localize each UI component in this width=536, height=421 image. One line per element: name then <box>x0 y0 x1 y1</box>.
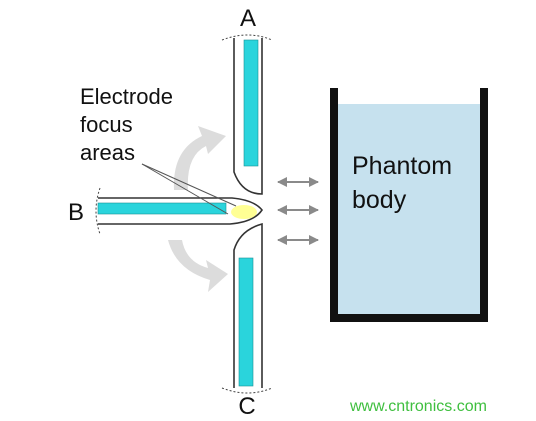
phantom-liquid <box>338 104 480 314</box>
focus-label-line1: Electrode <box>80 84 173 109</box>
focus-leader-lines <box>141 163 237 215</box>
phantom-container <box>330 88 488 322</box>
label-a: A <box>240 5 256 32</box>
electrode-b-strip <box>97 202 227 215</box>
watermark: www.cntronics.com <box>349 398 487 415</box>
electrode-c-cut-mark <box>221 387 273 394</box>
focus-area-b <box>231 205 257 219</box>
curved-arrow-icon <box>168 240 228 292</box>
double-arrow-icon <box>277 177 319 245</box>
curved-arrow-icon <box>173 126 226 190</box>
focus-label-line2: focus <box>80 112 133 137</box>
label-c: C <box>238 393 255 420</box>
electrode-c <box>221 222 273 394</box>
phantom-label-line1: Phantom <box>352 152 452 180</box>
electrode-a <box>221 34 273 195</box>
phantom-label-line2: body <box>352 186 407 214</box>
electrode-b <box>95 187 263 235</box>
electrode-c-strip <box>238 257 254 387</box>
label-b: B <box>68 199 84 226</box>
electrode-a-cut-mark <box>221 34 273 41</box>
focus-label-line3: areas <box>80 140 135 165</box>
electrode-a-strip <box>243 39 259 167</box>
